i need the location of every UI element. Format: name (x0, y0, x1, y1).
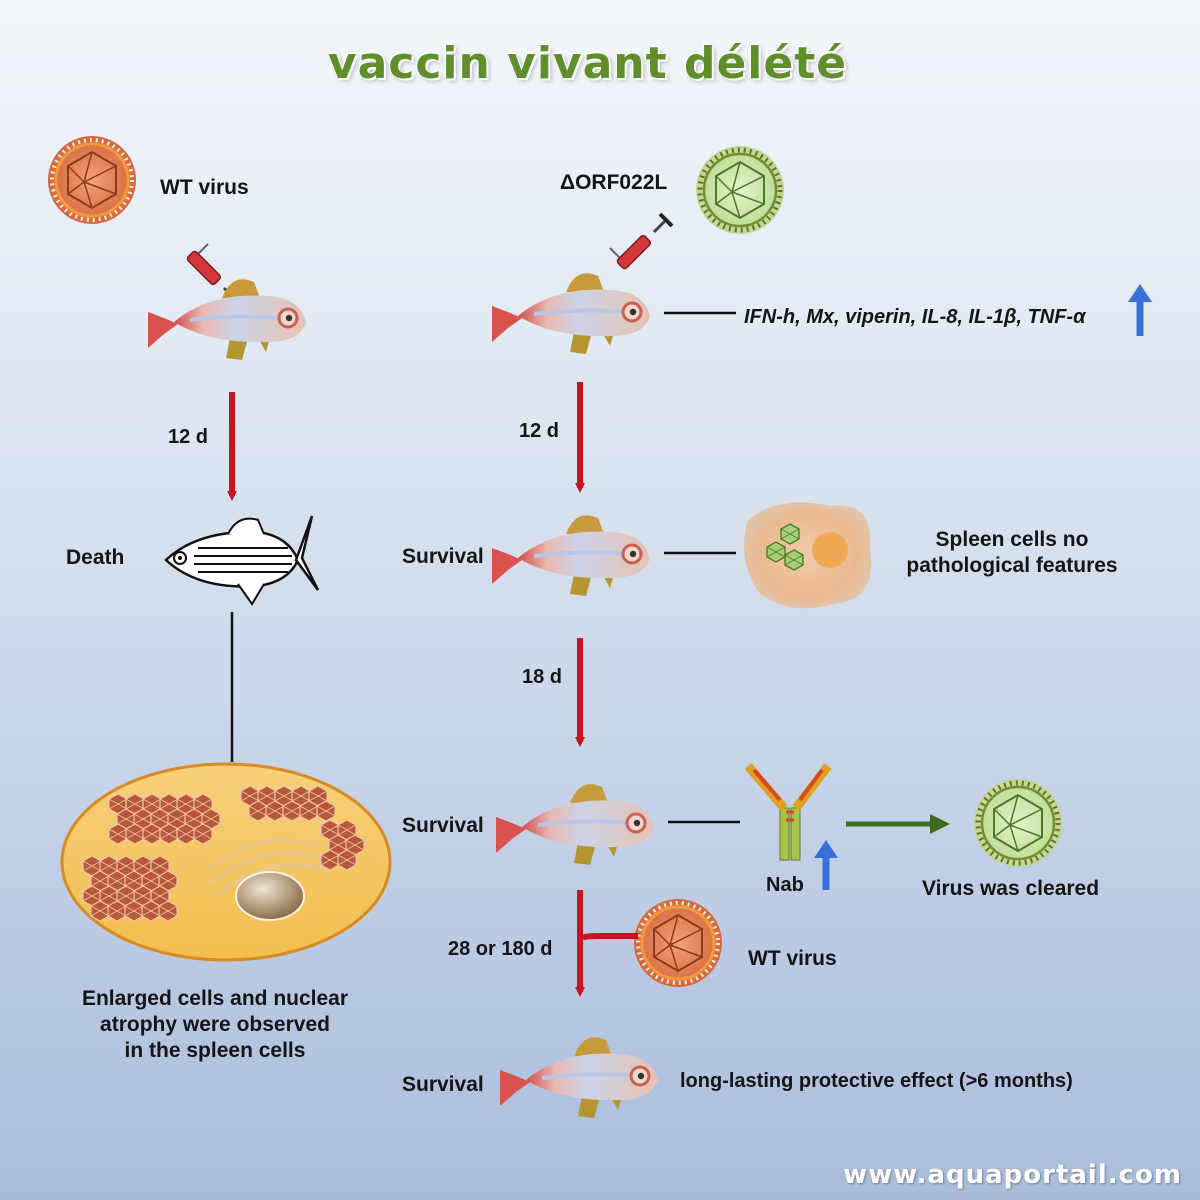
virus-particle-icon (107, 900, 127, 922)
fish-icon (498, 1035, 660, 1120)
nab-label: Nab (766, 874, 804, 896)
virus-particle-icon (282, 800, 302, 822)
caption-line3: in the spleen cells (124, 1039, 306, 1062)
virus-particle-icon (265, 800, 285, 822)
virus-particle-icon (141, 900, 161, 922)
dead-fish-icon (164, 515, 320, 606)
fish-icon (490, 271, 652, 356)
diagram-title: vaccin vivant délété (327, 38, 848, 89)
survival-label-1: Survival (402, 545, 484, 568)
virus-particle-icon (193, 823, 213, 845)
virus-particle-icon (316, 800, 336, 822)
syringe-icon-right (608, 212, 674, 272)
challenge-inhibition-line (579, 933, 638, 941)
virus-particle-icon (90, 900, 110, 922)
fish-icon (494, 782, 656, 867)
virus-particle-icon (176, 823, 196, 845)
deleted-virus-label: ΔORF022L (560, 171, 668, 194)
wt-virus-label: WT virus (160, 176, 249, 199)
virus-particle-icon (124, 900, 144, 922)
virus-particle-icon (125, 823, 145, 845)
virus-particle-icon (142, 823, 162, 845)
antibody-icon (744, 763, 832, 861)
death-label: Death (66, 546, 125, 569)
virus-particle-icon (158, 900, 178, 922)
virus-particle-icon (320, 849, 340, 871)
wt-virus-icon (46, 134, 138, 226)
upregulated-arrow-icon (1128, 284, 1152, 336)
spleen-note-line1: Spleen cells no (935, 528, 1089, 551)
spleen-note-line2: pathological features (906, 554, 1118, 577)
virus-particle-icon (299, 800, 319, 822)
virus-particle-icon (159, 823, 179, 845)
protection-label: long-lasting protective effect (>6 month… (680, 1070, 1073, 1092)
healthy-spleen-cell-icon (744, 502, 872, 609)
fish-icon (490, 513, 652, 598)
upregulated-genes-label: IFN-h, Mx, viperin, IL-8, IL-1β, TNF-α (744, 306, 1086, 328)
watermark: www.aquaportail.com (843, 1160, 1182, 1190)
survival-label-3: Survival (402, 1073, 484, 1096)
virus-particle-icon (108, 823, 128, 845)
interval-28-180d: 28 or 180 d (448, 938, 553, 960)
virus-particle-icon (248, 800, 268, 822)
wt-virus-challenge-label: WT virus (748, 947, 837, 970)
caption-line2: atrophy were observed (100, 1013, 330, 1036)
interval-12d-left: 12 d (168, 426, 209, 448)
fish-icon (146, 277, 308, 362)
caption-line1: Enlarged cells and nuclear (81, 987, 349, 1010)
interval-12d-right: 12 d (519, 420, 560, 442)
cleared-virus-icon (974, 779, 1062, 867)
virus-cleared-label: Virus was cleared (922, 877, 1100, 900)
survival-label-2: Survival (402, 814, 484, 837)
nab-up-arrow-icon (814, 840, 838, 890)
deleted-virus-icon (696, 146, 784, 234)
interval-18d: 18 d (522, 666, 563, 688)
clearance-arrow (846, 814, 950, 834)
virus-particle-icon (337, 849, 357, 871)
infected-spleen-cell-icon (60, 762, 392, 962)
wt-virus-challenge-icon (632, 897, 724, 989)
